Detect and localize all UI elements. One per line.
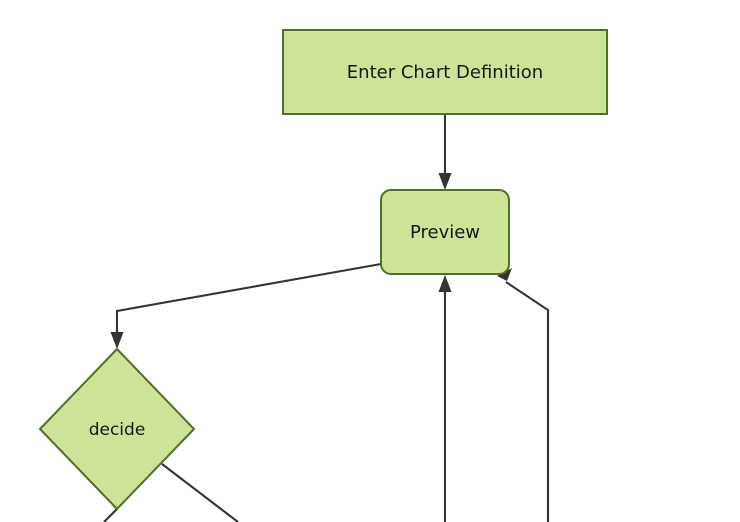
edge-enter-to-preview xyxy=(438,114,452,190)
edge-return-center-to-preview xyxy=(438,275,452,522)
node-decide[interactable]: decide xyxy=(38,347,196,511)
node-decide-shape[interactable] xyxy=(38,347,196,511)
edge-decide-branch-right xyxy=(161,463,239,522)
node-preview-shape[interactable] xyxy=(380,189,510,275)
arrowhead-icon xyxy=(110,332,124,349)
node-enter-chart-definition-label: Enter Chart Definition xyxy=(347,62,543,83)
node-enter-chart-definition[interactable]: Enter Chart Definition xyxy=(282,29,608,115)
node-decide-label: decide xyxy=(89,420,146,440)
edge-decide-branch-left xyxy=(103,508,118,522)
edge-return-right-to-preview xyxy=(497,268,550,522)
node-preview[interactable]: Preview xyxy=(380,189,510,275)
arrowhead-icon xyxy=(438,275,452,292)
arrowhead-icon xyxy=(438,173,452,190)
node-preview-label: Preview xyxy=(410,222,480,243)
edge-preview-to-decide xyxy=(110,262,382,349)
arrowhead-icon xyxy=(497,268,512,281)
node-enter-chart-definition-shape[interactable] xyxy=(282,29,608,115)
